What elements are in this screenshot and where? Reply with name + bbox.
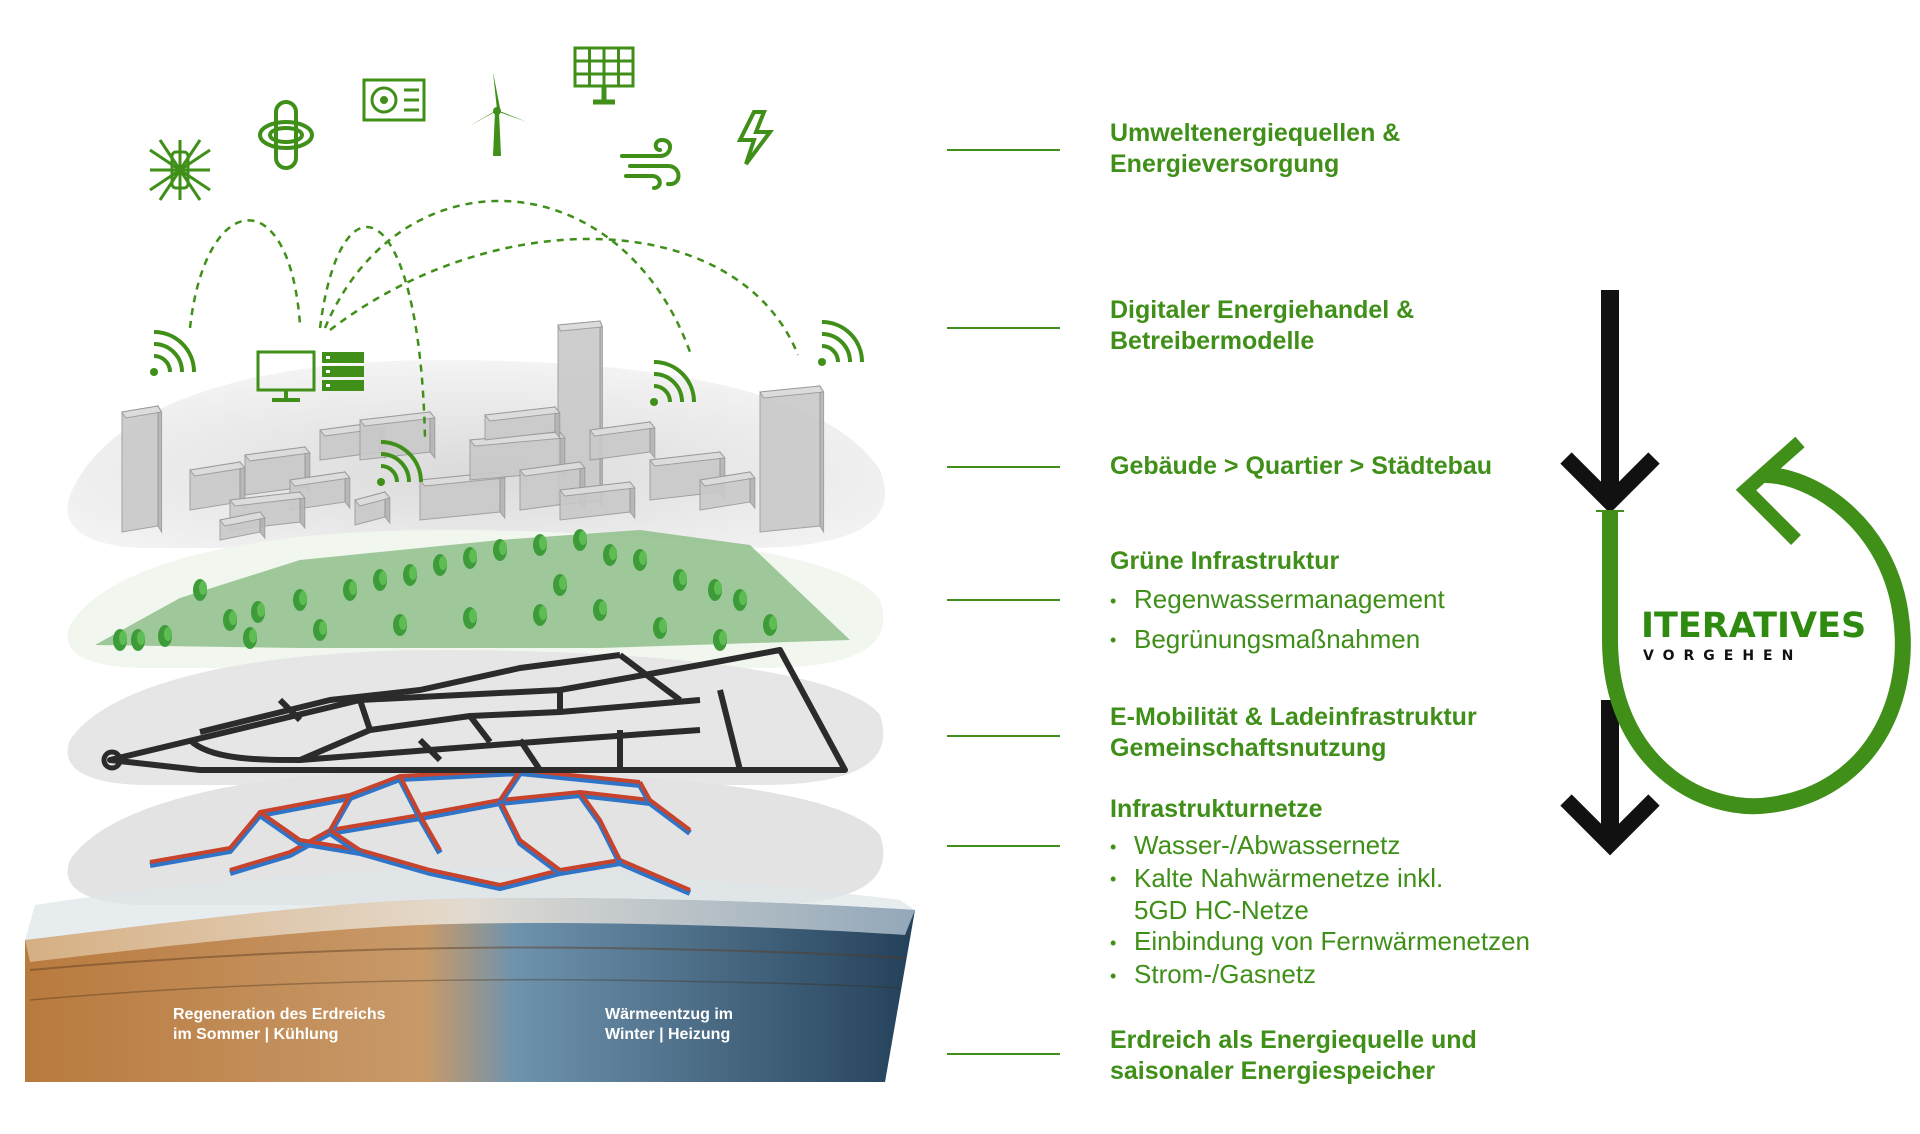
label-trading: Digitaler Energiehandel & Betreibermodel… [1110,296,1415,355]
energy-arcs [188,199,800,441]
building [484,405,561,441]
street [107,647,848,773]
street [277,697,623,772]
street [357,652,743,771]
tree [433,554,447,576]
list-networks: •Wasser-/Abwassernetz •Kalte Nahwärmenet… [1110,830,1530,992]
list-item: •Strom-/Gasnetz [1110,958,1317,989]
tree [463,607,477,629]
building [354,490,391,526]
label-energy: Umweltenergiequellen & Energieversorgung [1110,119,1401,178]
tree [653,617,667,639]
tree [708,579,722,601]
building [219,510,266,541]
insect-hotel-icon [149,139,211,201]
lightning-icon [736,110,774,166]
wifi-signals [150,320,864,486]
building [121,404,163,534]
list-item: •Kalte Nahwärmenetze inkl.5GD HC-Netze [1110,862,1444,926]
tree [633,549,647,571]
tree [713,629,727,651]
label-soil: Erdreich als Energiequelle und saisonale… [1110,1026,1477,1085]
server-icon [322,352,364,391]
tree [223,609,237,631]
plate-networks [67,770,884,905]
wifi-signal-icon [818,320,864,366]
building [419,470,506,521]
trees [113,529,777,651]
connector-lines [947,149,1060,1055]
tree [373,569,387,591]
list-item: •Regenwassermanagement [1110,584,1445,614]
tree [251,601,265,623]
pipe [397,775,623,876]
heat-pump-icon [362,78,426,122]
building [359,410,436,461]
wifi-signal-icon [377,440,423,486]
tree [131,629,145,651]
tree [533,534,547,556]
soil-block [25,868,915,1082]
tree [763,614,777,636]
building [189,460,246,511]
iterative-loop [1602,467,1911,815]
tree [673,569,687,591]
solar-panel-icon [573,46,635,105]
tree [553,574,567,596]
label-networks: Infrastrukturnetze [1110,795,1323,823]
process-arrow [1560,290,1911,856]
list-item: •Begrünungsmaßnahmen [1110,623,1421,654]
tree [313,619,327,641]
tree [158,625,172,647]
list-green: •Regenwassermanagement •Begrünungsmaßnah… [1110,584,1445,656]
wifi-signal-icon [650,360,696,406]
process-subtitle: VORGEHEN [1643,648,1803,664]
tree [343,579,357,601]
tree [573,529,587,551]
tree [533,604,547,626]
tree [393,614,407,636]
label-buildings: Gebäude > Quartier > Städtebau [1110,452,1493,480]
process-title: ITERATIVES [1641,606,1867,646]
label-green: Grüne Infrastruktur [1110,547,1340,575]
tree [293,589,307,611]
label-mobility: E-Mobilität & Ladeinfrastruktur Gemeinsc… [1110,703,1477,762]
pipe [258,810,692,896]
buildings [121,320,825,541]
tree [193,579,207,601]
tree [493,539,507,561]
building [589,420,656,461]
geothermal-probe-icon [258,100,314,170]
monitor-icon [256,350,316,402]
street-network [101,647,848,773]
list-item: •Wasser-/Abwassernetz [1110,830,1401,860]
building [559,480,636,521]
street [187,727,701,763]
wind-icon [620,137,681,190]
loop-arrowhead [1735,436,1805,545]
tree [113,629,127,651]
tree [593,599,607,621]
tree [603,544,617,566]
tree [733,589,747,611]
building [699,470,756,511]
green-infrastructure [95,529,850,651]
list-item: •Einbindung von Fernwärmenetzen [1110,926,1531,957]
tree [403,564,417,586]
tree [243,627,257,649]
pipe [327,768,692,856]
building [759,384,825,534]
wifi-signal-icon [150,330,196,376]
wind-turbine-icon [469,72,527,156]
tree [463,547,477,569]
